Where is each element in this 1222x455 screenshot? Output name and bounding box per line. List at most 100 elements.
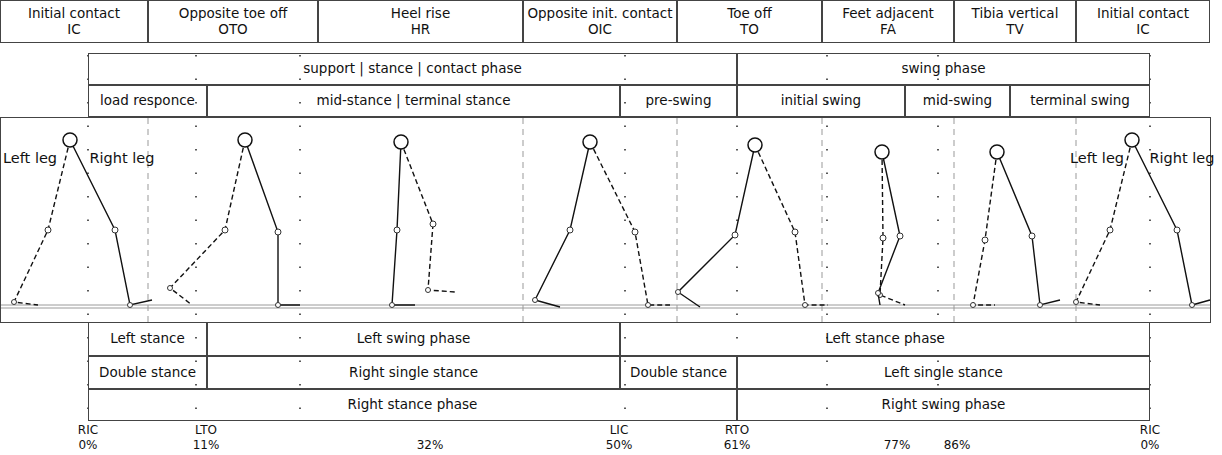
- knee-joint: [1029, 233, 1035, 239]
- node-label: Feet adjacent: [842, 6, 934, 22]
- figure-panel: [1, 118, 1211, 323]
- node-label: Double stance: [630, 365, 727, 381]
- event-abbrev: LIC: [610, 424, 629, 438]
- cycle-percent: 86%: [944, 439, 971, 453]
- ankle-joint: [390, 303, 395, 308]
- ankle-joint: [426, 288, 431, 293]
- limb-phase-band: Left stance: [88, 322, 207, 356]
- node-label: Left single stance: [884, 365, 1003, 381]
- node-label: Double stance: [99, 365, 196, 381]
- support-band: Double stance: [88, 356, 207, 389]
- hip-joint: [583, 135, 597, 149]
- hip-joint: [875, 145, 889, 159]
- ankle-joint: [646, 303, 651, 308]
- subphase-band: mid-stance | terminal stance: [207, 85, 620, 117]
- event-abbrev: RIC: [1140, 424, 1160, 438]
- node-label: mid-swing: [923, 93, 992, 109]
- subphase-band: initial swing: [737, 85, 905, 117]
- knee-joint: [222, 227, 228, 233]
- node-label: Right swing phase: [882, 397, 1006, 413]
- node-label: load responce: [100, 93, 195, 109]
- grid-dots: [88, 55, 1150, 420]
- event-abbrev: RTO: [725, 424, 749, 438]
- event-cell: Toe offTO: [677, 0, 822, 43]
- event-abbrev: IC: [1136, 22, 1149, 38]
- node-label: Left stance: [110, 331, 185, 347]
- node-label: Opposite toe off: [179, 6, 287, 22]
- phase-band: swing phase: [737, 53, 1150, 85]
- right-leg: [878, 152, 900, 305]
- limb-phase-band: Right swing phase: [737, 389, 1150, 421]
- support-band: Right single stance: [207, 356, 620, 389]
- node-label: Heel rise: [391, 6, 450, 22]
- knee-joint: [897, 233, 903, 239]
- event-cell: Tibia verticalTV: [954, 0, 1076, 43]
- node-label: Toe off: [727, 6, 771, 22]
- event-abbrev: LTO: [195, 424, 217, 438]
- knee-joint: [45, 227, 51, 233]
- event-abbrev: TV: [1006, 22, 1023, 38]
- ground-line: [1, 305, 1210, 308]
- ankle-joint: [533, 298, 538, 303]
- cycle-percent: 77%: [884, 439, 911, 453]
- subphase-band: pre-swing: [620, 85, 737, 117]
- node-label: Tibia vertical: [972, 6, 1059, 22]
- event-abbrev: IC: [67, 22, 80, 38]
- support-band: Double stance: [620, 356, 737, 389]
- node-label: mid-stance | terminal stance: [317, 93, 511, 109]
- event-abbrev: FA: [880, 22, 896, 38]
- hip-joint: [1125, 133, 1139, 147]
- knee-joint: [567, 227, 573, 233]
- hip-joint: [748, 138, 762, 152]
- node-label: Initial contact: [28, 6, 120, 22]
- limb-phase-band: Right stance phase: [88, 389, 737, 421]
- node-label: Left swing phase: [357, 331, 471, 347]
- support-band: Left single stance: [737, 356, 1150, 389]
- cycle-percent: 50%: [606, 439, 633, 453]
- ankle-joint: [12, 300, 17, 305]
- knee-joint: [394, 227, 400, 233]
- event-cell: Initial contactIC: [0, 0, 148, 43]
- node-label: Left stance phase: [825, 331, 945, 347]
- right-leg: [678, 145, 755, 307]
- event-cell: Initial contactIC: [1076, 0, 1210, 43]
- ankle-joint: [971, 303, 976, 308]
- node-label: terminal swing: [1030, 93, 1130, 109]
- node-label: Initial contact: [1097, 6, 1189, 22]
- ankle-joint: [876, 291, 881, 296]
- left-leg: [170, 140, 245, 305]
- event-abbrev: TO: [740, 22, 759, 38]
- ankle-joint: [1190, 303, 1195, 308]
- ankle-joint: [276, 303, 281, 308]
- knee-joint: [792, 229, 798, 235]
- event-abbrev: RIC: [78, 424, 98, 438]
- subphase-band: terminal swing: [1010, 85, 1150, 117]
- event-cell: Opposite toe offOTO: [148, 0, 318, 43]
- knee-joint: [112, 227, 118, 233]
- knee-joint: [982, 237, 988, 243]
- node-label: initial swing: [781, 93, 861, 109]
- subphase-band: mid-swing: [905, 85, 1010, 117]
- ankle-joint: [803, 303, 808, 308]
- limb-phase-band: Left swing phase: [207, 322, 620, 356]
- leg-label: Left leg: [3, 150, 57, 167]
- right-leg: [245, 140, 300, 305]
- cycle-percent: 32%: [417, 439, 444, 453]
- limb-phase-band: Left stance phase: [620, 322, 1150, 356]
- stick-figures: [12, 133, 1211, 308]
- cycle-percent: 61%: [724, 439, 751, 453]
- hip-joint: [990, 145, 1004, 159]
- event-abbrev: OIC: [588, 22, 612, 38]
- right-leg: [392, 142, 415, 305]
- event-abbrev: OTO: [218, 22, 248, 38]
- leg-label: Left leg: [1070, 150, 1124, 167]
- cycle-percent: 11%: [193, 439, 220, 453]
- ankle-joint: [1038, 303, 1043, 308]
- node-label: Right stance phase: [348, 397, 478, 413]
- event-dashes: [148, 118, 1076, 322]
- knee-joint: [1107, 227, 1113, 233]
- left-leg: [401, 142, 455, 292]
- knee-joint: [275, 229, 281, 235]
- event-cell: Opposite init. contactOIC: [523, 0, 677, 43]
